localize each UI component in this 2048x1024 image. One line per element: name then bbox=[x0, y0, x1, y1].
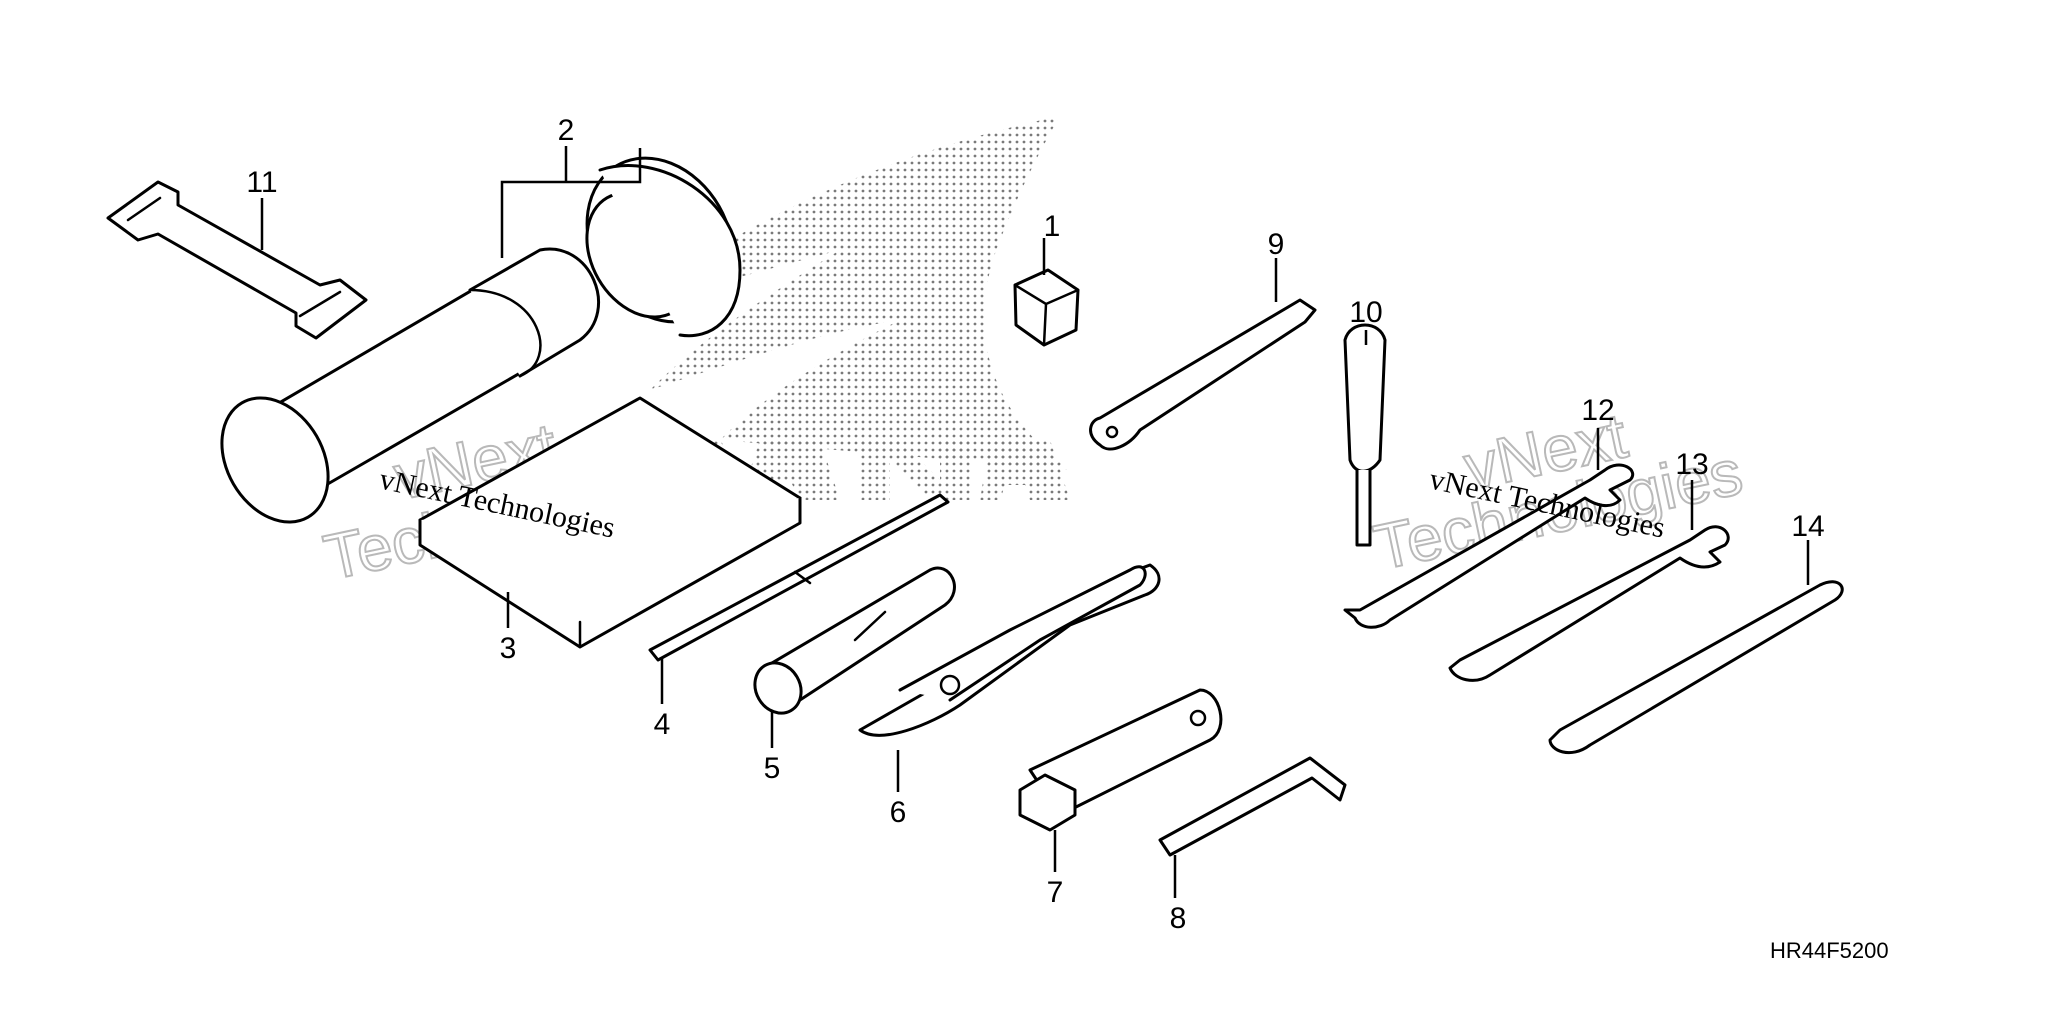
callout-4: 4 bbox=[654, 708, 671, 741]
part-5-screwdriver-handle bbox=[753, 566, 956, 715]
callout-2: 2 bbox=[558, 114, 575, 147]
part-6-pliers bbox=[858, 563, 1161, 737]
callout-10: 10 bbox=[1349, 296, 1382, 329]
callout-7: 7 bbox=[1047, 876, 1064, 909]
part-10-screwdriver-handle bbox=[1343, 323, 1387, 547]
part-13-open-end-wrench bbox=[1448, 525, 1730, 682]
part-7-plug-wrench bbox=[1018, 688, 1223, 832]
part-8-hex-key bbox=[1158, 756, 1347, 857]
leader-lines bbox=[260, 146, 1810, 898]
part-12-open-end-wrench bbox=[1343, 463, 1634, 629]
callout-14: 14 bbox=[1791, 510, 1824, 543]
part-1-fuse bbox=[1013, 268, 1080, 347]
part-14-long-wrench bbox=[1548, 580, 1844, 755]
callout-8: 8 bbox=[1170, 902, 1187, 935]
callout-labels: 1 2 3 4 5 6 7 8 9 10 11 12 13 14 bbox=[246, 114, 1824, 935]
part-9-wrench bbox=[1089, 298, 1317, 451]
part-3-manual bbox=[418, 396, 802, 649]
callout-13: 13 bbox=[1675, 448, 1708, 481]
callout-9: 9 bbox=[1268, 228, 1285, 261]
diagram-code: HR44F5200 bbox=[1770, 938, 1889, 963]
callout-11: 11 bbox=[246, 166, 277, 199]
part-2-tool-case bbox=[220, 156, 742, 524]
part-11-tool-bag-strap bbox=[106, 180, 368, 340]
callout-1: 1 bbox=[1044, 210, 1061, 243]
callout-3: 3 bbox=[500, 632, 517, 665]
callout-6: 6 bbox=[890, 796, 907, 829]
callout-12: 12 bbox=[1581, 394, 1614, 427]
callout-5: 5 bbox=[764, 752, 781, 785]
part-4-screwdriver-bit bbox=[648, 493, 950, 662]
